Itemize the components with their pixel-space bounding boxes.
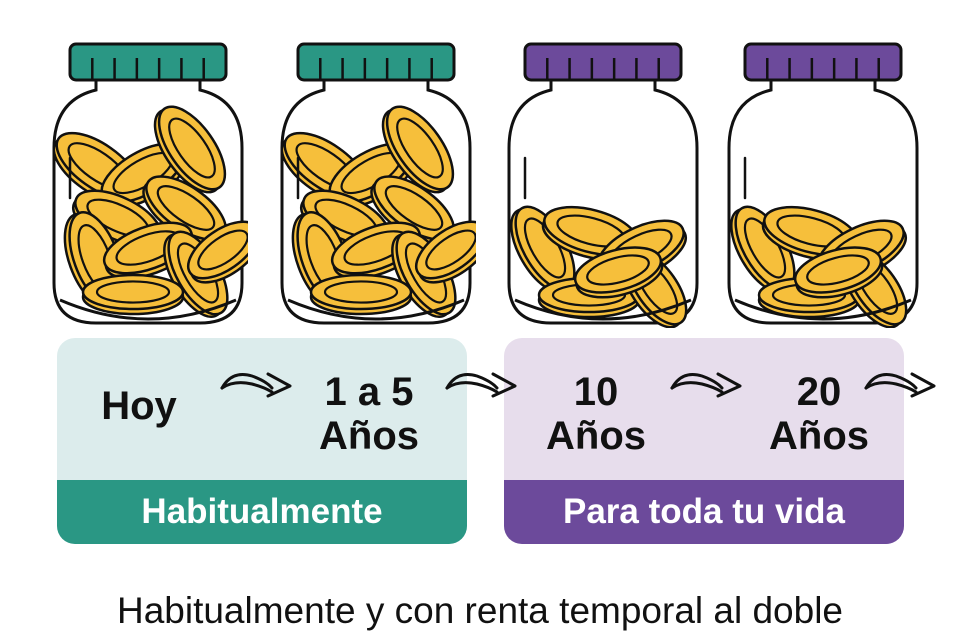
jar-4 bbox=[723, 38, 923, 328]
curved-arrow-icon bbox=[218, 362, 296, 400]
para-toda-tu-vida-band: Para toda tu vida bbox=[504, 480, 904, 544]
habitualmente-band: Habitualmente bbox=[57, 480, 467, 544]
jar-2 bbox=[276, 38, 476, 328]
stage-label-hoy: Hoy bbox=[101, 384, 177, 428]
stage-label-20-anos: 20 Años bbox=[769, 370, 869, 458]
jar-1 bbox=[48, 38, 248, 328]
stage-label-10-anos: 10 Años bbox=[546, 370, 646, 458]
caption: Habitualmente y con renta temporal al do… bbox=[116, 590, 844, 631]
jar-3 bbox=[503, 38, 703, 328]
curved-arrow-icon bbox=[668, 362, 746, 400]
habitualmente-panel: Habitualmente bbox=[57, 338, 467, 544]
curved-arrow-icon bbox=[862, 362, 940, 400]
curved-arrow-icon bbox=[443, 362, 521, 400]
para-toda-tu-vida-panel: Para toda tu vida bbox=[504, 338, 904, 544]
stage-label-1-a-5-anos: 1 a 5 Años bbox=[319, 370, 419, 458]
